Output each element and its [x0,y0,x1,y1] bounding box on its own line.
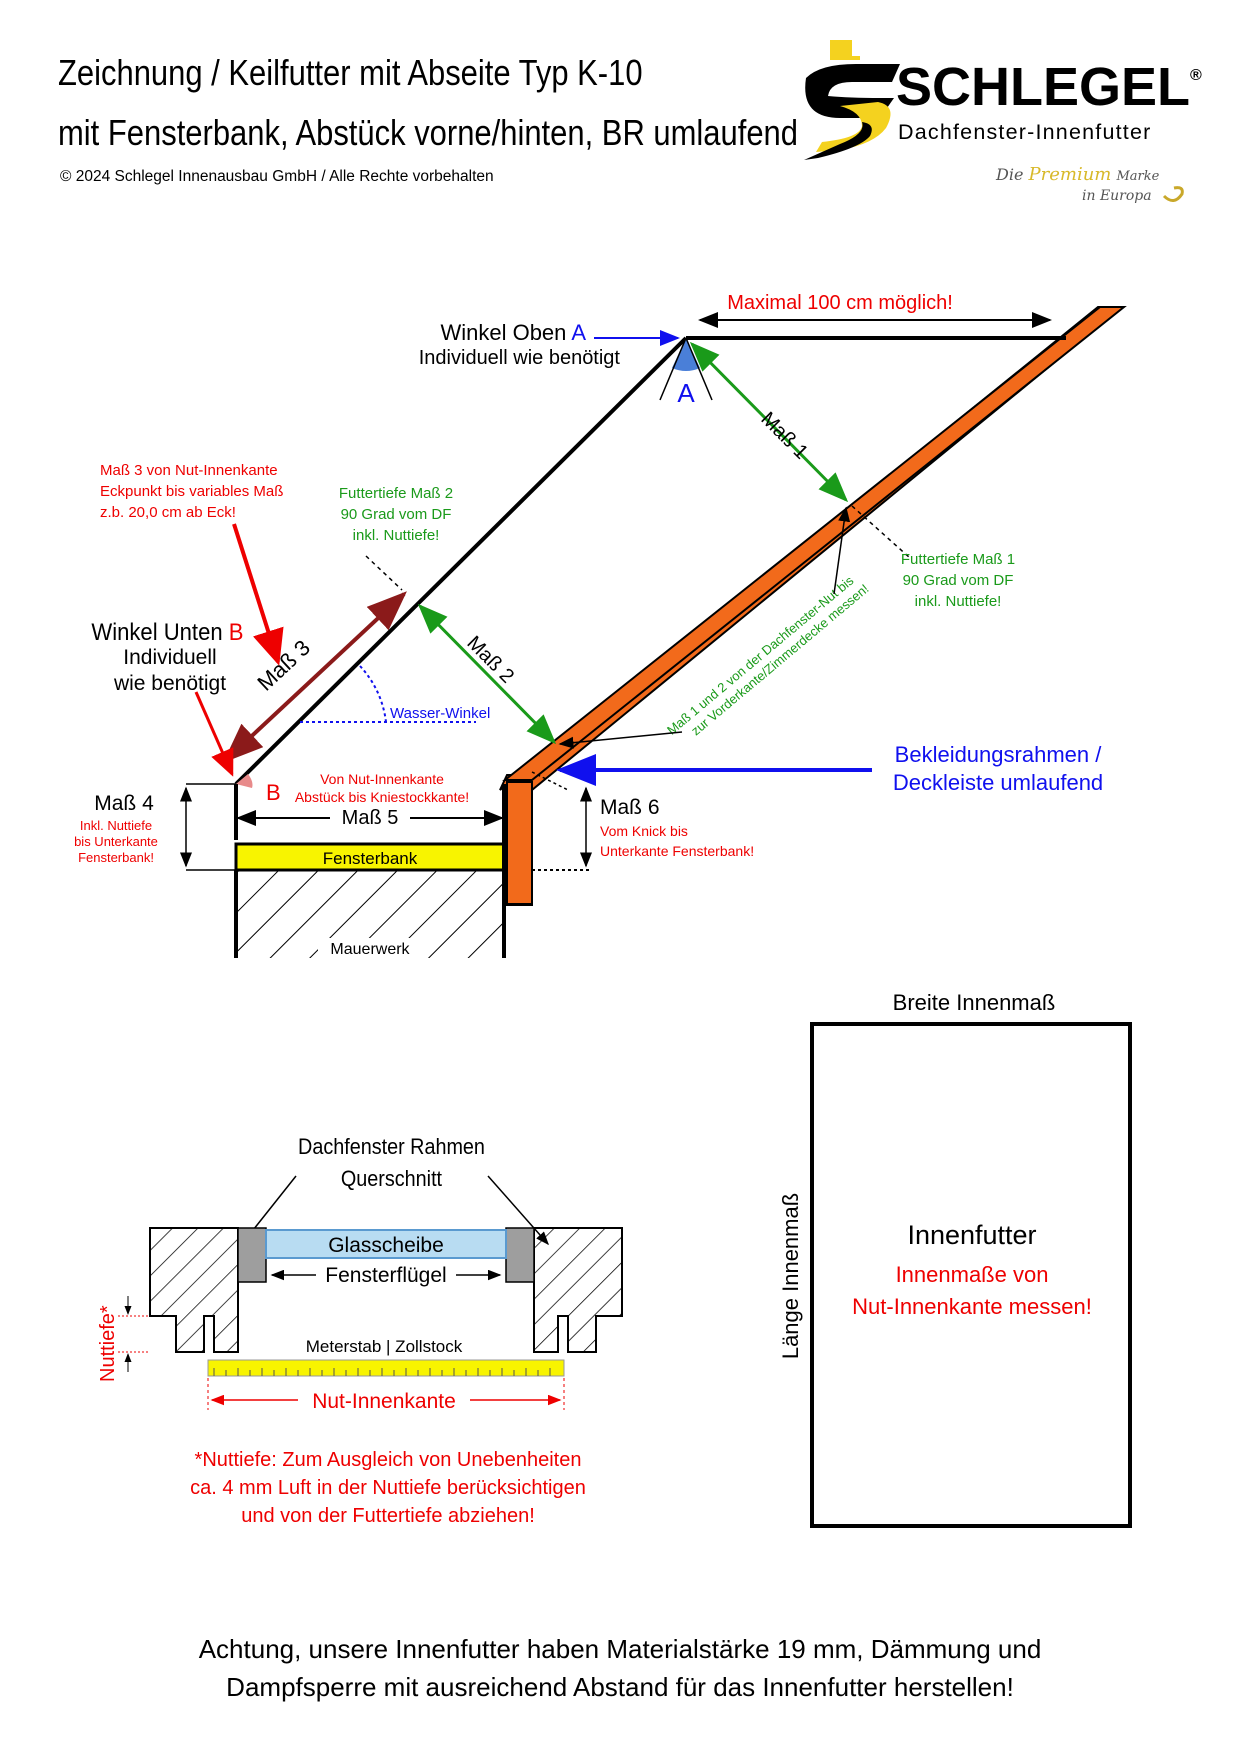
angle-bottom-sub2: wie benötigt [113,672,226,695]
angle-b-letter: B [266,780,281,805]
svg-text:Futtertiefe Maß 1: Futtertiefe Maß 1 [901,551,1015,568]
mass1-label: Maß 1 [756,408,812,464]
svg-text:Deckleiste umlaufend: Deckleiste umlaufend [893,770,1103,795]
mass2-arrow [417,603,557,745]
glass-label: Glasscheibe [328,1234,444,1257]
angle-top-sub: Individuell wie benötigt [419,347,621,369]
nut-innenkante-label: Nut-Innenkante [312,1390,456,1413]
nuttiefe-label: Nuttiefe* [97,1305,119,1382]
svg-text:bis Unterkante: bis Unterkante [74,834,158,849]
box-title: Innenfutter [907,1220,1036,1250]
svg-text:Abstück bis Kniestockkante!: Abstück bis Kniestockkante! [295,789,469,805]
svg-text:Von Nut-Innenkante: Von Nut-Innenkante [320,771,444,787]
innenfutter-box [810,1022,1132,1528]
angle-top-label: Winkel Oben A [440,320,586,345]
svg-text:Eckpunkt bis variables Maß: Eckpunkt bis variables Maß [100,483,283,500]
svg-text:inkl. Nuttiefe!: inkl. Nuttiefe! [353,527,440,544]
innenfutter-box-drawing: Breite Innenmaß Länge Innenmaß Innenfutt… [778,990,1132,1528]
page-subtitle: mit Fensterbank, Abstück vorne/hinten, B… [58,112,798,153]
angle-a-letter: A [677,378,695,408]
angle-a-marker [672,338,700,371]
svg-text:z.b. 20,0 cm ab Eck!: z.b. 20,0 cm ab Eck! [100,504,236,521]
swirl-icon [1162,186,1184,202]
svg-text:Fensterbank!: Fensterbank! [78,850,154,865]
ruler [207,1359,565,1377]
svg-text:und von der Futtertiefe abzieh: und von der Futtertiefe abziehen! [241,1505,535,1527]
svg-text:zur Vorderkante/Zimmerdecke me: zur Vorderkante/Zimmerdecke messen! [688,581,871,738]
frame-left [149,1227,239,1353]
footer-line2: Dampfsperre mit ausreichend Abstand für … [226,1672,1014,1702]
svg-text:Vom Knick bis: Vom Knick bis [600,823,688,839]
frame-title-line2: Querschnitt [341,1167,442,1191]
svg-text:Bekleidungsrahmen /: Bekleidungsrahmen / [895,742,1103,767]
nuttiefe-note: *Nuttiefe: Zum Ausgleich von Unebenheite… [190,1449,586,1527]
max-width-label: Maximal 100 cm möglich! [727,292,953,314]
svg-text:90 Grad vom DF: 90 Grad vom DF [341,506,452,523]
page-title: Zeichnung / Keilfutter mit Abseite Typ K… [58,52,643,93]
angle-b-marker [236,774,253,788]
mass6-label: Maß 6 [600,796,660,819]
svg-text:Maß 3 von Nut-Innenkante: Maß 3 von Nut-Innenkante [100,462,278,479]
wasser-winkel-label: Wasser-Winkel [390,705,490,722]
glass-pane [265,1229,507,1259]
svg-text:Unterkante Fensterbank!: Unterkante Fensterbank! [600,843,754,859]
width-label: Breite Innenmaß [893,990,1056,1015]
ruler-label: Meterstab | Zollstock [306,1337,463,1356]
svg-text:Inkl. Nuttiefe: Inkl. Nuttiefe [80,818,152,833]
copyright: © 2024 Schlegel Innenausbau GmbH / Alle … [60,168,494,185]
frame-title-line1: Dachfenster Rahmen [298,1135,485,1159]
fensterbank-label: Fensterbank [323,849,418,868]
brand-tagline: Dachfenster-Innenfutter [898,120,1152,144]
mauerwerk-label: Mauerwerk [330,941,410,958]
sash-label: Fensterflügel [325,1264,446,1287]
mass3-arrow [223,591,407,763]
footer-line1: Achtung, unsere Innenfutter haben Materi… [198,1634,1042,1664]
frame-cross-section: Dachfenster Rahmen Querschnitt Glasschei… [97,1135,623,1527]
length-label: Länge Innenmaß [778,1193,803,1359]
svg-text:90 Grad vom DF: 90 Grad vom DF [903,572,1014,589]
brand-name: SCHLEGEL® [896,57,1202,117]
mass3-note: Maß 3 von Nut-Innenkante Eckpunkt bis va… [100,462,283,521]
frame-right [533,1227,623,1353]
angle-bottom-label: Winkel Unten B [91,618,243,645]
mass1-arrow [689,341,849,503]
svg-text:Futtertiefe Maß 2: Futtertiefe Maß 2 [339,485,453,502]
mass6-note: Vom Knick bis Unterkante Fensterbank! [600,823,754,859]
svg-text:*Nuttiefe: Zum Ausgleich von U: *Nuttiefe: Zum Ausgleich von Unebenheite… [195,1449,582,1471]
bekleidung-label: Bekleidungsrahmen / Deckleiste umlaufend [893,742,1103,795]
angle-bottom-sub1: Individuell [123,646,216,669]
svg-text:inkl. Nuttiefe!: inkl. Nuttiefe! [915,593,1002,610]
mass4-note: Inkl. Nuttiefe bis Unterkante Fensterban… [74,818,158,865]
cross-section-drawing: Maximal 100 cm möglich! A Winkel Oben A … [74,292,1127,960]
mass4-label: Maß 4 [94,792,154,815]
ruler-ticks [213,1368,551,1376]
mass5-label: Maß 5 [342,807,399,829]
premium-claim-line2: in Europa [1082,188,1152,204]
box-note-line1: Innenmaße von [896,1262,1049,1287]
box-note-line2: Nut-Innenkante messen! [852,1294,1092,1319]
futtertiefe1-note: Futtertiefe Maß 1 90 Grad vom DF inkl. N… [901,551,1015,610]
mass5-note: Von Nut-Innenkante Abstück bis Kniestock… [295,771,469,805]
premium-claim: Die Premium Marke [996,164,1160,185]
futtertiefe2-note: Futtertiefe Maß 2 90 Grad vom DF inkl. N… [339,485,453,544]
svg-text:ca. 4 mm Luft in der Nuttiefe: ca. 4 mm Luft in der Nuttiefe berücksich… [190,1477,586,1499]
schlegel-logo-icon [804,40,900,160]
